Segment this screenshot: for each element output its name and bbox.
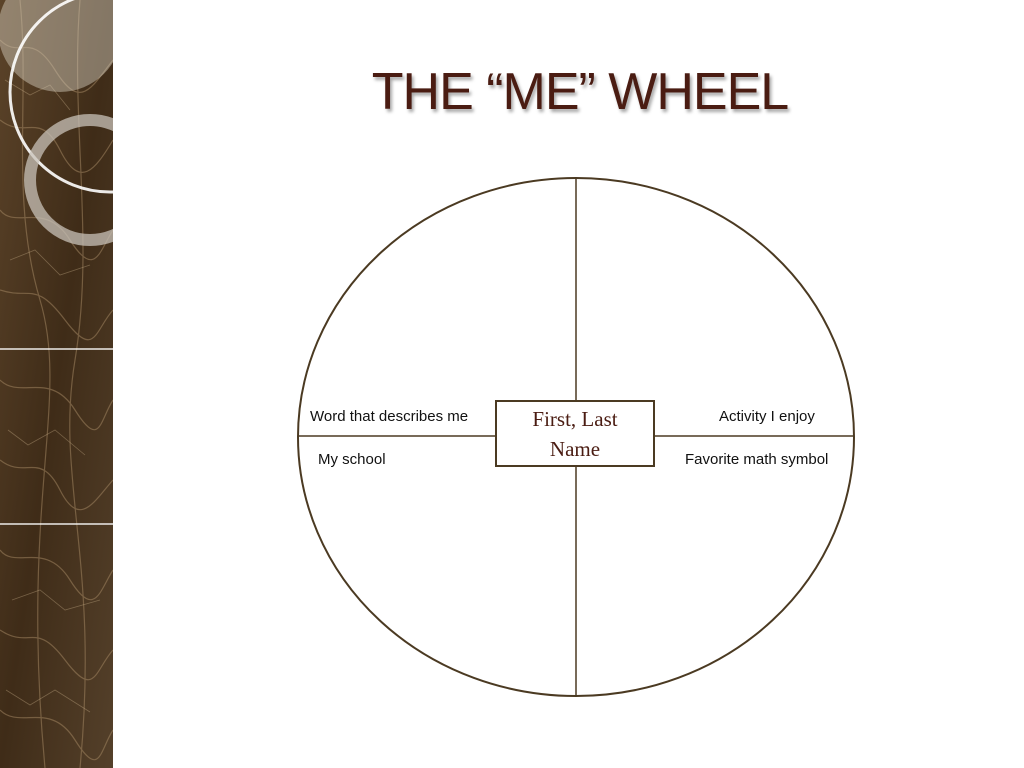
slide-title: THE “ME” WHEEL <box>371 63 789 121</box>
label-top-right: Activity I enjoy <box>719 408 815 425</box>
center-name-label: First, Last Name <box>532 406 618 461</box>
label-bottom-right: Favorite math symbol <box>685 451 829 468</box>
center-name-box: First, Last Name <box>495 400 655 467</box>
marble-texture-graphic <box>0 0 113 768</box>
marble-sidebar-decoration <box>0 0 113 768</box>
label-top-left: Word that describes me <box>310 408 469 425</box>
label-bottom-left: My school <box>318 451 386 468</box>
